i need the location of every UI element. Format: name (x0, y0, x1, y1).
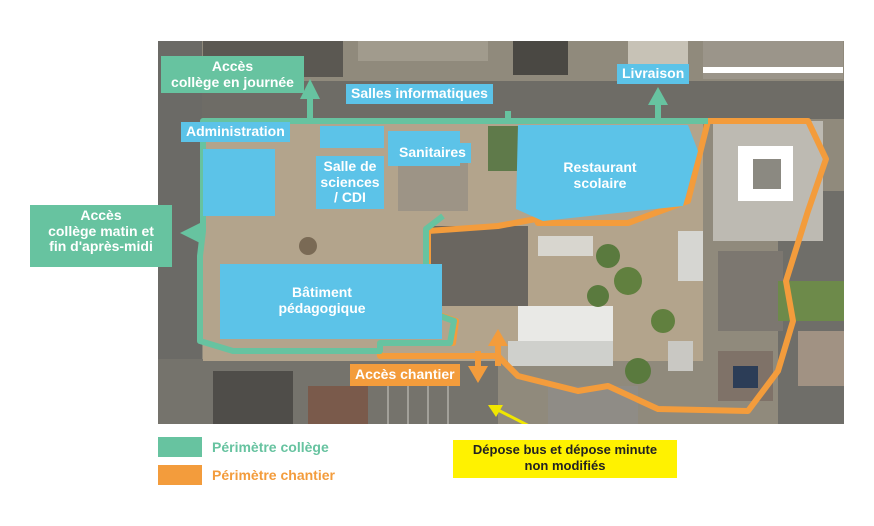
legend-swatch-chantier (158, 465, 202, 485)
building-roof (668, 341, 693, 371)
building-roof (538, 236, 593, 256)
label-acces-matin: Accès collège matin et fin d'après-midi (30, 205, 172, 267)
acces-journee-arrow (300, 79, 320, 99)
tree (614, 267, 642, 295)
label-salle-sciences: Salle de sciences / CDI (316, 156, 384, 210)
tree (596, 244, 620, 268)
solar-panels (733, 366, 758, 388)
legend-swatch-college (158, 437, 202, 457)
livraison-arrow-shaft (655, 103, 661, 121)
administration-building (203, 149, 275, 216)
depose-arrow-head (488, 405, 503, 417)
livraison-arrow (648, 87, 668, 105)
batiment-pedagogique-building (220, 264, 442, 339)
greenhouse-roof (518, 306, 613, 346)
depose-note: Dépose bus et dépose minute non modifiés (453, 440, 677, 478)
salles-informatiques-building (320, 126, 384, 148)
map-canvas (158, 41, 844, 424)
building-roof (428, 226, 528, 306)
tree (651, 309, 675, 333)
label-restaurant: Restaurant scolaire (563, 159, 637, 191)
building-roof (678, 231, 703, 281)
acces-journee-arrow-shaft (307, 97, 313, 123)
acces-chantier-arrow-shaft (475, 351, 481, 368)
label-batiment-pedagogique: Bâtiment pédagogique (278, 284, 366, 316)
acces-chantier-arrow-shaft (495, 344, 501, 366)
acces-chantier-arrow-up (488, 329, 508, 346)
building-roof (358, 41, 488, 61)
yard-circle (299, 237, 317, 255)
depose-arrow-line (495, 407, 529, 424)
restaurant-building (516, 125, 698, 221)
acces-chantier-arrow-down (468, 366, 488, 383)
label-acces-chantier: Accès chantier (350, 364, 460, 386)
label-livraison: Livraison (617, 64, 690, 84)
courtyard-inner (753, 159, 781, 189)
label-administration: Administration (181, 122, 290, 142)
building-roof (718, 251, 783, 331)
building-roof (703, 41, 843, 79)
building-roof (513, 41, 568, 75)
building-roof (703, 67, 843, 73)
legend-label-college: Périmètre collège (212, 439, 329, 455)
building-roof (308, 386, 368, 424)
aerial-map (158, 41, 844, 424)
tree (587, 285, 609, 307)
parking-lines (387, 386, 449, 424)
legend-label-chantier: Périmètre chantier (212, 467, 335, 483)
label-salles-informatiques: Salles informatiques (346, 84, 493, 104)
greenhouse-roof (508, 341, 613, 366)
building-roof (213, 371, 293, 424)
acces-matin-arrow (180, 223, 200, 243)
tree (625, 358, 651, 384)
label-sanitaires: Sanitaires (394, 143, 471, 163)
label-acces-journee: Accès collège en journée (161, 56, 304, 94)
building-roof (798, 331, 844, 386)
